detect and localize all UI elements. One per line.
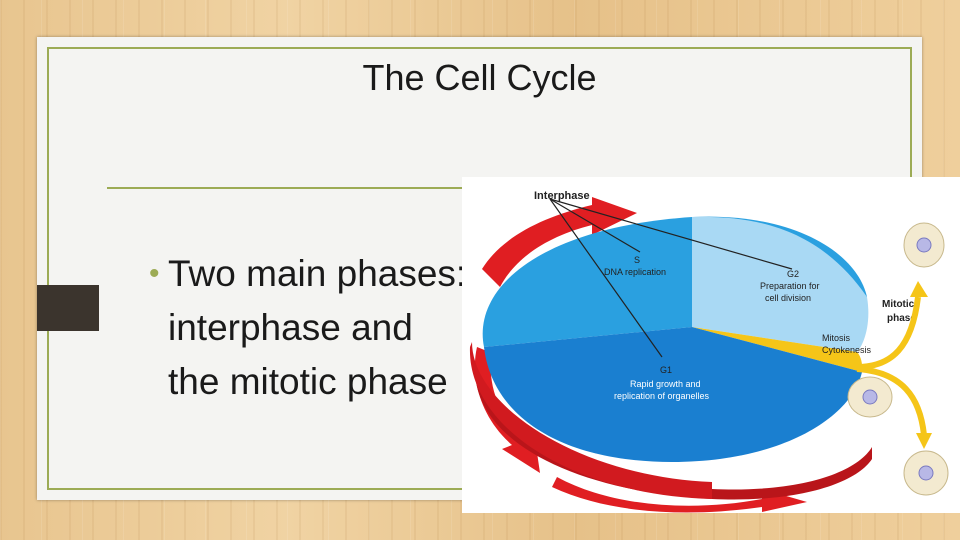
g1-phase-label: G1 [660, 365, 672, 375]
title-divider [107, 187, 467, 189]
cell-icons [847, 222, 949, 496]
cytokinesis-label: Cytokenesis [822, 345, 872, 355]
bullet-dot-icon: • [149, 257, 160, 290]
g1-description-1: Rapid growth and [630, 379, 701, 389]
s-phase-label: S [634, 255, 640, 265]
g2-description-1: Preparation for [760, 281, 820, 291]
bullet-text: Two main phases: interphase and the mito… [168, 253, 467, 402]
label-lines [549, 198, 793, 358]
mitotic-label-1: Mitotic [882, 299, 915, 310]
cycle-arrows [469, 197, 872, 513]
nucleus-icon [916, 237, 932, 253]
mitotic-label-2: phase [887, 313, 916, 324]
bullet-item: • Two main phases: interphase and the mi… [132, 247, 472, 409]
nucleus-icon [918, 465, 934, 481]
cell-cycle-diagram: Interphase S DNA replication G2 Preparat… [462, 177, 960, 513]
s-phase-description: DNA replication [604, 267, 666, 277]
nucleus-icon [862, 389, 878, 405]
side-tab [37, 285, 99, 331]
mitotic-arrows [856, 281, 932, 449]
phase-disc [482, 216, 869, 462]
g1-description-2: replication of organelles [614, 391, 710, 401]
g2-phase-label: G2 [787, 269, 799, 279]
cell-cycle-svg: Interphase S DNA replication G2 Preparat… [469, 190, 949, 513]
g2-description-2: cell division [765, 293, 811, 303]
interphase-label: Interphase [534, 190, 590, 202]
mitosis-label: Mitosis [822, 333, 851, 343]
slide-title: The Cell Cycle [362, 57, 597, 98]
